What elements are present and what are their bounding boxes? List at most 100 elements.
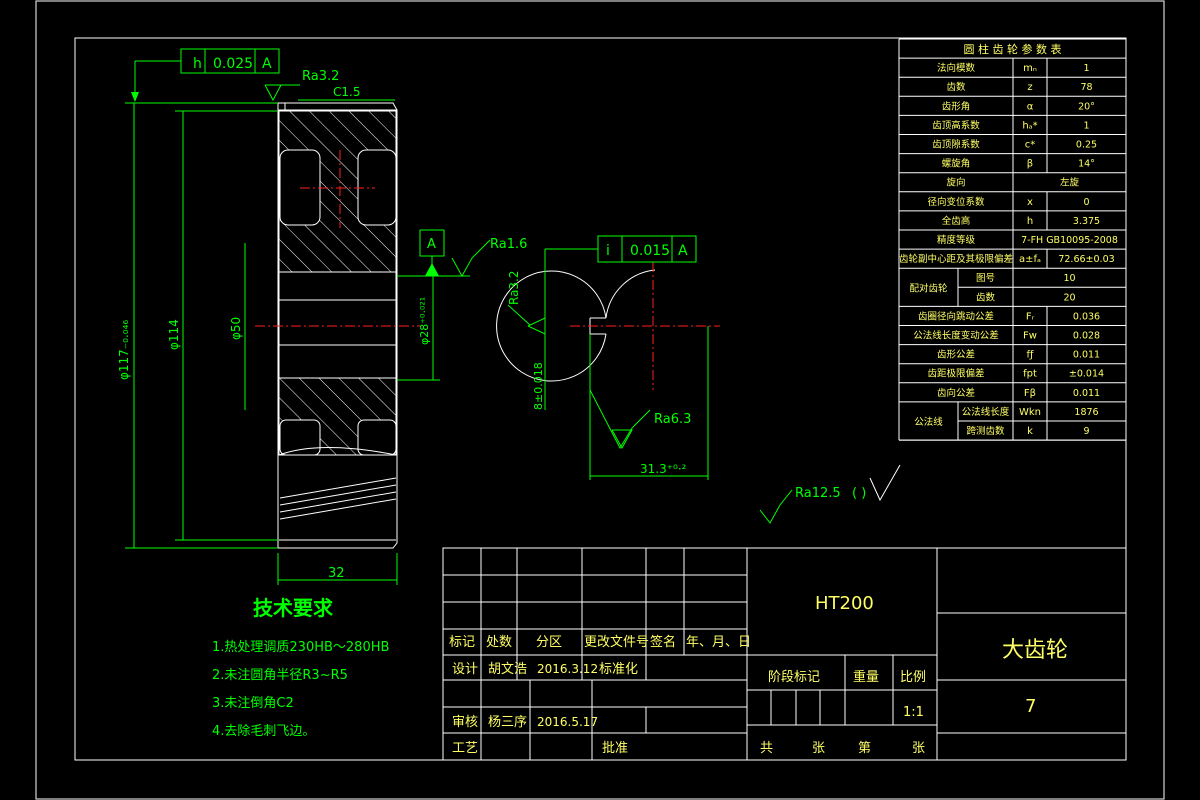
weight-label: 重量 (853, 669, 879, 685)
tol-h-ref: A (262, 56, 272, 72)
gear-table-cn-row-symbol: Wkn (1019, 407, 1041, 418)
gear-table-symbol: mₙ (1023, 63, 1037, 74)
tol-h-value: 0.025 (213, 56, 253, 72)
gear-table-value: ±0.014 (1069, 369, 1104, 380)
gear-table-label: 齿形角 (942, 100, 971, 112)
gear-table-label: 精度等级 (937, 234, 976, 246)
stage-label: 阶段标记 (768, 670, 820, 685)
scale-value: 1:1 (903, 705, 924, 720)
reviewer-name: 杨三序 (488, 715, 527, 730)
gear-table-value: 72.66±0.03 (1058, 254, 1114, 265)
gear-table-symbol: x (1027, 197, 1033, 208)
gear-table-label: 齿数 (946, 81, 966, 93)
d313-dim-label: 31.3⁺⁰·² (640, 462, 687, 476)
part-name: 大齿轮 (1002, 638, 1068, 663)
gear-table-mating-row-value: 10 (1063, 273, 1075, 284)
gear-table-label: 齿轮副中心距及其极限偏差 (899, 253, 1013, 265)
no-label: 第 (858, 741, 871, 756)
gear-table-label: 齿形公差 (937, 349, 975, 361)
gear-table-symbol: Fᵣ (1026, 311, 1035, 322)
tol-i-value: 0.015 (630, 243, 670, 259)
gear-table-cn-row-value: 1876 (1074, 407, 1098, 418)
gear-table-mating-label: 配对齿轮 (909, 282, 948, 294)
ra32-top-label: Ra3.2 (302, 69, 339, 84)
gear-table-symbol: hₐ* (1022, 120, 1037, 131)
gear-table-label: 齿向公差 (937, 387, 975, 399)
tech-req-item-1: 1.热处理调质230HB～280HB (212, 640, 389, 655)
gear-table-value: 1 (1083, 120, 1089, 131)
sheet-label: 张 (812, 741, 825, 756)
dimension-lines (125, 48, 491, 585)
gear-table-value: 0.25 (1076, 140, 1097, 151)
gear-table-symbol: z (1027, 82, 1032, 93)
process-label: 工艺 (452, 741, 478, 756)
total-label: 共 (760, 741, 773, 756)
review-date: 2016.5.17 (537, 715, 598, 729)
gear-table-title: 圆 柱 齿 轮 参 数 表 (964, 42, 1062, 56)
gear-table-symbol: c* (1025, 140, 1036, 151)
designer-name: 胡文浩 (488, 662, 527, 677)
gear-table-value: 14° (1078, 159, 1095, 170)
gear-table-label: 齿圈径向跳动公差 (918, 310, 994, 322)
tech-req-item-4: 4.去除毛刺飞边。 (212, 724, 315, 739)
gear-table-value: 左旋 (1060, 177, 1080, 189)
gear-table-value: 20° (1078, 101, 1095, 112)
design-date: 2016.3.12 (537, 662, 598, 676)
drawing-number: 7 (1025, 696, 1036, 717)
gear-table-value: 0.011 (1073, 388, 1100, 399)
datum-a-label: A (427, 237, 436, 252)
gear-table-mating-row-label: 图号 (976, 273, 995, 284)
gear-table-value: 0 (1083, 197, 1089, 208)
standard-label: 标准化 (599, 662, 638, 677)
title-block (442, 547, 1127, 761)
gear-table-value: 1 (1083, 63, 1089, 74)
sheet2-label: 张 (912, 741, 925, 756)
tech-req-title: 技术要求 (253, 596, 334, 620)
gear-table-symbol: fƒ (1026, 350, 1034, 361)
gear-table-value: 0.028 (1073, 331, 1100, 342)
scale-label: 比例 (900, 670, 926, 685)
gear-table-value: 7-FH GB10095-2008 (1021, 235, 1118, 246)
gear-table-label: 齿距极限偏差 (927, 368, 984, 380)
hdr-count: 处数 (486, 635, 512, 650)
tech-req-item-3: 3.未注倒角C2 (212, 696, 294, 711)
gear-table-symbol: β (1027, 159, 1033, 170)
ra125-paren: ( ) (852, 486, 866, 501)
gear-table-symbol: Fw (1023, 331, 1037, 342)
gear-table-label: 公法线长度变动公差 (913, 330, 999, 342)
outer-border (35, 0, 1165, 800)
gear-table-label: 螺旋角 (942, 158, 971, 170)
gear-table-cn-row-symbol: k (1027, 426, 1033, 437)
gear-table-value: 0.036 (1073, 311, 1100, 322)
gear-section-view (255, 102, 420, 549)
gear-table-common-normal-label: 公法线 (914, 416, 943, 428)
chamfer-label: C1.5 (333, 85, 360, 99)
gear-table-symbol: α (1027, 101, 1034, 112)
gear-table-cn-row-label: 跨测齿数 (966, 425, 1005, 437)
od-dim-label: φ117₋₀.₀₄₆ (117, 320, 131, 380)
tol-h-symbol: h (193, 56, 202, 72)
design-label: 设计 (452, 662, 478, 677)
hdr-zone: 分区 (536, 635, 562, 650)
tech-req-item-2: 2.未注圆角半径R3~R5 (212, 668, 348, 683)
gear-table-label: 法向模数 (937, 62, 976, 74)
ra63-label: Ra6.3 (654, 412, 691, 427)
hdr-date: 年、月、日 (686, 635, 751, 650)
gear-table-cn-row-value: 9 (1083, 426, 1089, 437)
approve-label: 批准 (602, 741, 628, 756)
ra32-side-label: Ra3.2 (507, 270, 521, 305)
gear-table-symbol: a±fₐ (1019, 254, 1041, 265)
ra16-label: Ra1.6 (490, 237, 527, 252)
title-block-text: 标记 处数 分区 更改文件号 签名 年、月、日 设计 胡文浩 2016.3.12… (449, 593, 1068, 756)
gear-table-value: 0.011 (1073, 350, 1100, 361)
review-label: 审核 (452, 715, 478, 730)
hub-dimensions (507, 235, 901, 524)
hdr-sign: 签名 (650, 634, 676, 650)
gear-table-label: 旋向 (946, 177, 965, 189)
gear-table-value: 78 (1080, 82, 1092, 93)
gear-table-label: 径向变位系数 (927, 196, 985, 208)
material-label: HT200 (815, 593, 874, 614)
hdr-doc-no: 更改文件号 (584, 635, 649, 650)
